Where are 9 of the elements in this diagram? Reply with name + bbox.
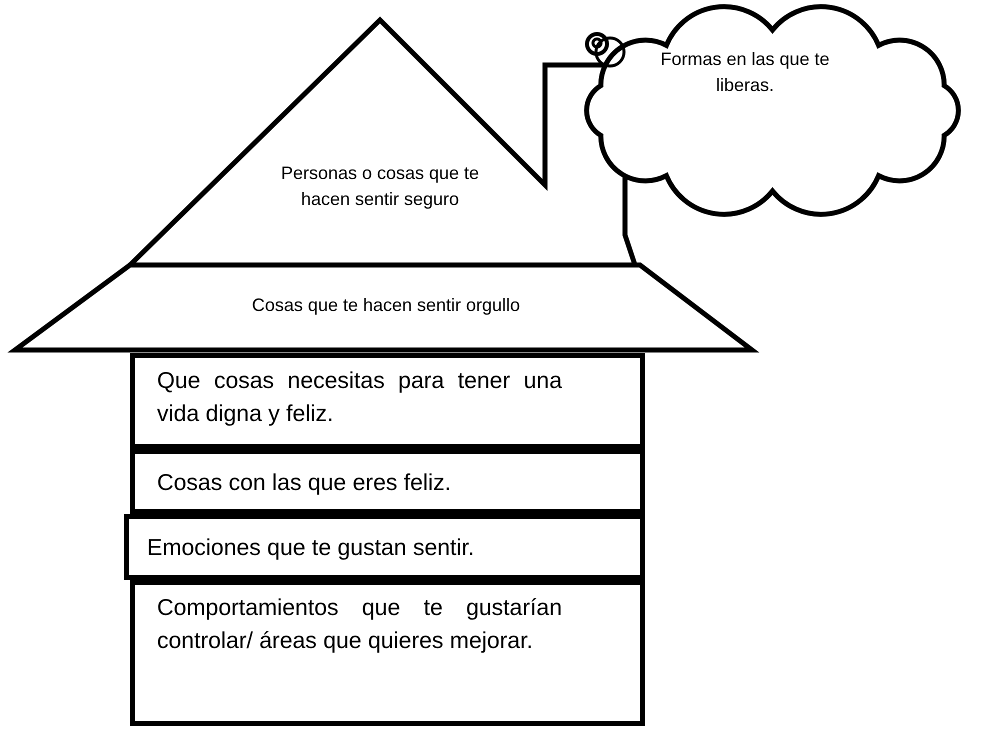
box-text: Cosas que te hacen sentir orgullo — [250, 294, 522, 317]
box-text: Emociones que te gustan sentir. — [147, 533, 476, 562]
box-text: Formas en las que te liberas. — [659, 48, 831, 98]
text-box — [130, 353, 645, 449]
box-text: Cosas con las que eres feliz. — [157, 468, 452, 497]
box-text: Que cosas necesitas para tener una vida digna y feliz. — [157, 366, 562, 428]
text-box — [130, 580, 645, 726]
box-text: Personas o cosas que te hacen sentir seguro — [280, 162, 480, 212]
box-text: Comportamientos que te gustarían controlar/ áreas que quieres mejorar. — [157, 593, 562, 656]
